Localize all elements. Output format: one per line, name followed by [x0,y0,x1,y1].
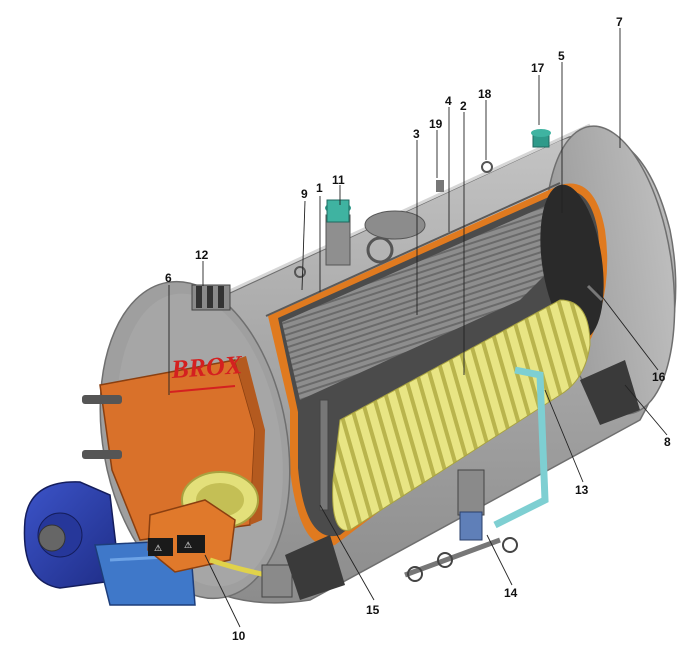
callout-15: 15 [366,603,380,617]
cut-edge [265,182,561,317]
callout-17: 17 [531,61,545,75]
support-saddles [285,360,640,600]
callout-3: 3 [413,127,420,141]
callout-10: 10 [232,629,246,643]
warning-plate-right [177,535,205,553]
fuel-valve [261,564,293,598]
main-steam-valve [325,214,351,266]
valve-handwheel [502,537,518,553]
feed-pump [459,511,483,541]
callout-6: 6 [165,271,172,285]
top-fittings [191,129,551,311]
reversal-chamber [540,184,604,340]
callout-18: 18 [478,87,492,101]
callout-4: 4 [445,94,452,108]
smoke-tubes [282,205,580,400]
callout-13: 13 [575,483,589,497]
callout-12: 12 [195,248,209,262]
feed-pump-motor [457,469,485,516]
warning-icon: ⚠ [154,544,162,554]
burner-assembly: ⚠ ⚠ [23,481,293,606]
furnace-tube [332,299,591,531]
door-hinge-upper [82,395,122,404]
level-gauge [196,286,202,308]
lifting-lug [481,161,493,173]
feed-pump-group [404,366,549,582]
leader-lines [168,28,668,628]
callout-5: 5 [558,49,565,63]
feed-water-pipe [493,366,549,529]
valve-handwheel [437,552,453,568]
valve-handwheel [366,236,394,264]
callout-19: 19 [429,117,443,131]
callout-9: 9 [301,187,308,201]
cutaway-section [265,182,608,547]
manhole-cover [364,210,426,240]
nozzle-flange [531,129,551,137]
door-hinge-lower [82,450,122,459]
brand-underline [169,385,236,393]
fan-motor-icon [38,524,66,552]
warning-icon: ⚠ [184,541,192,551]
callout-7: 7 [616,15,623,29]
inspection-port [586,284,604,302]
callout-labels: 1 2 3 4 5 6 7 8 9 10 11 12 13 14 15 16 1… [165,15,671,643]
callout-11: 11 [332,173,345,187]
valve-handwheel [407,566,423,582]
valve-bonnet [326,199,350,223]
warning-plate-left [148,538,173,556]
vent-fitting [436,180,444,192]
sight-glass [319,399,329,511]
brand-logo: BROX [169,350,243,384]
callout-14: 14 [504,586,518,600]
front-saddle [285,535,345,600]
callout-2: 2 [460,99,467,113]
lifting-lug [294,266,306,278]
callout-8: 8 [664,435,671,449]
callout-16: 16 [652,370,666,384]
rear-saddle [580,360,640,425]
callout-1: 1 [316,181,323,195]
